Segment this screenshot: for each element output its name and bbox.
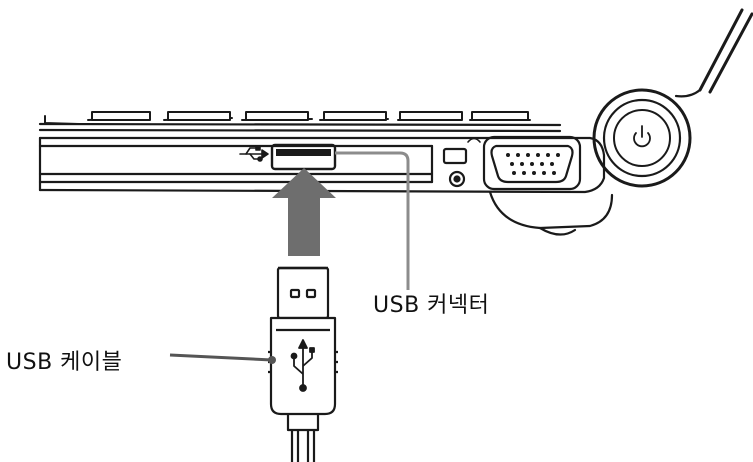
usb-connector-label: USB 커넥터 bbox=[373, 293, 490, 318]
cable-leader-line bbox=[169, 353, 276, 364]
connector-leader-line bbox=[335, 151, 410, 290]
vga-port bbox=[482, 135, 582, 191]
laptop-side-view bbox=[38, 111, 614, 236]
usb-icon bbox=[239, 145, 269, 162]
audio-jack bbox=[448, 170, 466, 188]
insert-arrow bbox=[272, 168, 336, 256]
usb-cable-label: USB 케이블 bbox=[6, 350, 123, 375]
usb-plug bbox=[268, 266, 338, 462]
hinge-assembly bbox=[592, 8, 753, 188]
keyboard-keys bbox=[44, 111, 531, 125]
power-icon bbox=[633, 125, 651, 148]
usb-icon bbox=[290, 339, 315, 392]
usb-port bbox=[270, 143, 337, 171]
slider-switch bbox=[442, 147, 468, 165]
